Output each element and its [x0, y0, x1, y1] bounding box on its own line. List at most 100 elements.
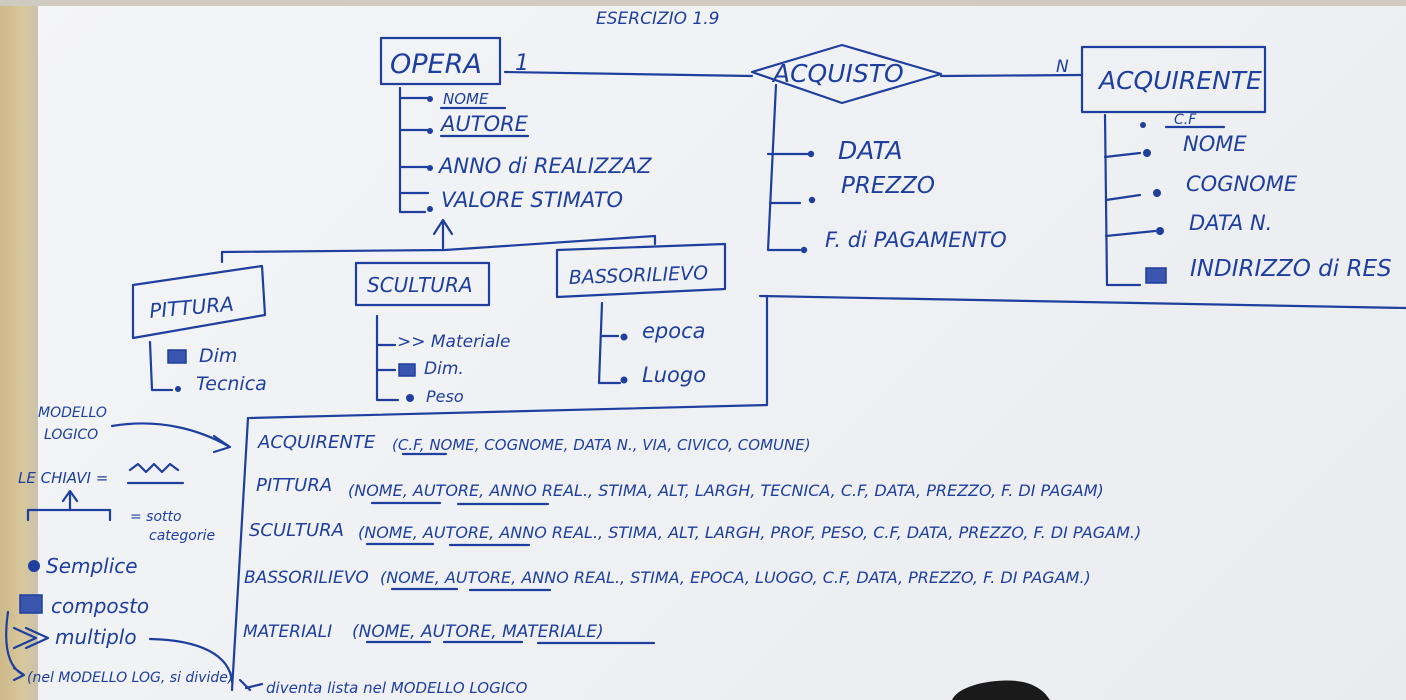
logical-scultura-fields: (NOME, AUTORE, ANNO REAL., STIMA, ALT, L…	[358, 523, 1141, 542]
legend-semplice-marker	[28, 560, 40, 572]
entity-pittura-box	[131, 264, 267, 340]
scultura-attr-dim: Dim.	[424, 359, 464, 379]
pittura-attr-tecnica: Tecnica	[196, 373, 267, 395]
logical-bassorilievo-fields: (NOME, AUTORE, ANNO REAL., STIMA, EPOCA,…	[380, 568, 1091, 587]
logical-materiali-keys	[365, 640, 656, 645]
acquirente-attr-ticks	[1103, 151, 1157, 238]
link-opera-acquisto	[503, 70, 754, 78]
acquirente-attr-cf: C.F	[1174, 112, 1197, 128]
legend-chiavi: LE CHIAVI =	[18, 469, 108, 487]
legend-semplice: Semplice	[46, 554, 138, 578]
bassorilievo-attr-dot	[620, 333, 628, 341]
legend-composto: composto	[51, 594, 149, 618]
entity-scultura-box	[354, 261, 491, 307]
opera-attr-dot	[427, 128, 433, 134]
opera-attr-anno: ANNO di REALIZZAZ	[437, 154, 652, 178]
entity-scultura-label: SCULTURA	[367, 273, 473, 297]
acquirente-attr-nome: NOME	[1183, 132, 1247, 156]
acquisto-attr-spine	[766, 83, 802, 252]
opera-attr-ticks	[398, 96, 430, 195]
logical-model: ACQUIRENTE (C.F, NOME, COGNOME, DATA N.,…	[243, 432, 1141, 645]
entity-acquirente-box	[1080, 45, 1267, 114]
logical-scultura-name: SCULTURA	[249, 520, 344, 541]
bassorilievo-attr-spine	[597, 301, 622, 385]
entity-acquirente-label: ACQUIRENTE	[1097, 66, 1262, 95]
acquirente-attr-cognome: COGNOME	[1186, 172, 1298, 196]
legend-composto-marker	[19, 594, 43, 614]
entity-acquirente: ACQUIRENTE C.F NOME COGNOME DATA N. INDI…	[1080, 45, 1392, 287]
scultura-attr-dot	[406, 394, 414, 402]
opera-attr-valore: VALORE STIMATO	[441, 188, 623, 212]
entity-opera-label: OPERA	[390, 49, 482, 80]
bassorilievo-attr-epoca: epoca	[642, 319, 706, 343]
entity-bassorilievo: BASSORILIEVO epoca Luogo	[555, 242, 727, 387]
entity-pittura-label: PITTURA	[148, 292, 234, 323]
opera-attr-nome: NOME	[443, 90, 489, 108]
logical-materiali-name: MATERIALI	[243, 622, 332, 642]
opera-attr-dot	[427, 96, 433, 102]
whiteboard-frame-left	[0, 0, 38, 700]
acquirente-attr-dot	[1143, 149, 1151, 157]
acquisto-attr-dot	[800, 246, 808, 254]
logical-pittura-name: PITTURA	[256, 475, 332, 496]
cardinality-acquirente: N	[1056, 57, 1069, 77]
entity-pittura: PITTURA Dim Tecnica	[131, 264, 267, 395]
entity-bassorilievo-box	[555, 242, 727, 299]
generalization	[220, 218, 1406, 420]
legend-multiplo-marker	[12, 626, 50, 650]
eraser	[952, 680, 1050, 700]
opera-attr-autore: AUTORE	[439, 112, 529, 136]
relationship-acquisto-diamond	[750, 43, 943, 105]
generalization-arrow	[432, 218, 454, 252]
logical-acquirente-fields: (C.F, NOME, COGNOME, DATA N., VIA, CIVIC…	[392, 436, 811, 454]
pittura-attr-spine	[148, 340, 174, 392]
acquirente-composite-marker	[1145, 267, 1167, 284]
whiteboard-frame-top	[0, 0, 1406, 6]
logical-materiali-fields: (NOME, AUTORE, MATERIALE)	[352, 622, 604, 642]
legend-modello-line2: LOGICO	[44, 427, 98, 443]
cardinality-opera: 1	[515, 51, 529, 76]
acquisto-attr-pagamento: F. di PAGAMENTO	[825, 228, 1007, 252]
acquisto-attr-ticks	[766, 152, 812, 205]
logical-acquirente-name: ACQUIRENTE	[257, 432, 376, 453]
logical-pittura-keys	[370, 501, 550, 506]
acquisto-attr-dot	[807, 150, 815, 158]
entity-opera-box	[379, 36, 502, 86]
scultura-attr-spine	[375, 314, 400, 402]
legend-note: (nel MODELLO LOG, si divide)	[27, 670, 233, 686]
bassorilievo-attr-luogo: Luogo	[642, 363, 706, 387]
diagram-title: ESERCIZIO 1.9	[596, 9, 719, 29]
logical-box-top	[248, 294, 769, 420]
legend-modello-arrow	[110, 422, 232, 454]
relationship-acquisto-label: ACQUISTO	[771, 59, 904, 88]
logical-bassorilievo-keys	[390, 587, 552, 592]
link-acquisto-acquirente	[939, 73, 1084, 78]
entity-scultura: SCULTURA >> Materiale Dim. Peso	[354, 261, 510, 406]
legend: MODELLO LOGICO LE CHIAVI = = sotto categ…	[5, 405, 528, 697]
legend-modello-line1: MODELLO	[38, 405, 107, 421]
bassorilievo-attr-dot	[620, 376, 628, 384]
acquirente-attr-indirizzo: INDIRIZZO di RES	[1190, 256, 1392, 282]
pittura-attr-dot	[175, 386, 181, 392]
generalization-bar	[220, 234, 657, 264]
logical-model-bracket	[230, 416, 250, 692]
legend-note-arrow	[5, 610, 26, 682]
legend-generalization-sample	[26, 489, 112, 522]
legend-sottocategorie-1: = sotto	[130, 509, 182, 525]
entity-bassorilievo-label: BASSORILIEVO	[568, 262, 708, 289]
entity-opera: OPERA 1 NOME AUTORE ANNO di REALIZZAZ VA…	[379, 36, 652, 214]
legend-multiplo-arrow	[148, 637, 264, 692]
pittura-composite-marker	[167, 349, 187, 364]
legend-sottocategorie-2: categorie	[149, 528, 215, 544]
acquirente-attr-datan: DATA N.	[1189, 211, 1272, 235]
acquisto-attr-prezzo: PREZZO	[841, 173, 935, 199]
legend-multiplo: multiplo	[55, 625, 137, 649]
divider-line	[758, 294, 1406, 310]
legend-key-underline-sample	[126, 462, 185, 485]
acquirente-attr-spine	[1103, 113, 1142, 287]
opera-attr-dot	[427, 165, 433, 171]
acquirente-attr-dot	[1156, 227, 1164, 235]
acquirente-attr-dot	[1153, 189, 1161, 197]
acquisto-attr-dot	[808, 196, 816, 204]
